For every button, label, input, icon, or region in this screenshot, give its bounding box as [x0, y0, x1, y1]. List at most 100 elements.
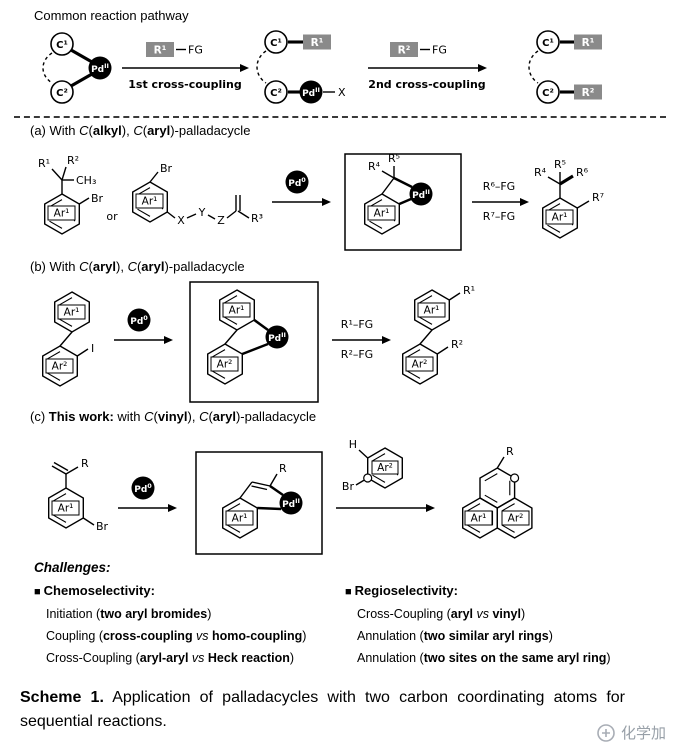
scheme-c-diagram: Ar¹ R Br Ar¹ R Ar² H Br — [48, 438, 533, 555]
c2-atom — [50, 80, 74, 104]
intermediate-frame — [189, 281, 319, 403]
scheme-a-product: Ar¹ R⁵ R⁴ R⁶ R⁷ — [534, 158, 604, 239]
challenge-item: Annulation (two sites on the same aryl r… — [357, 651, 611, 665]
c2-atom — [264, 80, 288, 104]
scheme-b-diagram: Ar¹ Ar² I Ar¹ Ar² R¹–FG R²–FG Ar¹ R¹ — [42, 281, 475, 403]
svg-text:R⁶–FG: R⁶–FG — [483, 180, 515, 193]
dibenzopalladacycle-intermediate: Ar¹ Ar² — [189, 281, 319, 403]
challenge-item: Initiation (two aryl bromides) — [46, 607, 212, 621]
svg-text:I: I — [91, 342, 94, 355]
arrowhead-icon — [426, 504, 435, 512]
svg-text:R⁷–FG: R⁷–FG — [483, 210, 515, 223]
svg-text:Ar¹: Ar¹ — [424, 305, 440, 317]
svg-text:Ar¹: Ar¹ — [142, 196, 158, 208]
alkyl-palladacycle-intermediate: Ar¹ R⁵ R⁴ — [344, 152, 462, 251]
svg-text:Br: Br — [342, 480, 355, 493]
pd0-badge — [285, 170, 309, 194]
common-pathway-diagram: R¹ FG 1st cross-coupling R¹ X R² FG 2nd … — [42, 30, 602, 104]
ar1-label-box — [51, 500, 80, 516]
ar1-label-box — [135, 193, 164, 209]
c1-atom — [264, 30, 288, 54]
ar2-label-box — [405, 356, 434, 372]
r1-box — [146, 42, 174, 57]
svg-text:R²–FG: R²–FG — [341, 348, 373, 361]
challenge-item: Cross-Coupling (aryl vs vinyl) — [357, 607, 526, 621]
challenge-item: Cross-Coupling (aryl-aryl vs Heck reacti… — [46, 651, 295, 665]
pd2-badge — [409, 182, 433, 206]
svg-text:R²: R² — [398, 45, 411, 57]
ar1-label-box — [367, 205, 396, 221]
caption-scheme-number: Scheme 1. — [20, 689, 104, 706]
aryl-bromide-reagent: Ar² H Br — [342, 438, 403, 493]
scheme-caption: Scheme 1. Application of palladacycles w… — [20, 689, 626, 730]
mono-coupled-intermediate: R¹ X — [256, 30, 346, 104]
pd2-badge — [88, 56, 112, 80]
section-c-header: (c) This work: with C(vinyl), C(aryl)-pa… — [30, 409, 317, 424]
scheme-c-product: Ar¹ Ar² R — [462, 445, 533, 539]
ar2-label-box — [501, 510, 530, 526]
svg-text:R¹: R¹ — [154, 45, 167, 57]
arrowhead-icon — [164, 336, 173, 344]
svg-text:FG: FG — [188, 44, 203, 57]
vinyl-palladacycle-intermediate: Ar¹ R — [195, 451, 323, 555]
svg-text:H: H — [349, 438, 357, 451]
alkenyl-aryl-bromide-substrate: Ar¹ Br X Y Z R³ — [131, 162, 263, 227]
c2-atom — [536, 80, 560, 104]
ar1-label-box — [545, 209, 574, 225]
svg-text:Ar²: Ar² — [508, 513, 524, 525]
ar2-label-box — [45, 358, 74, 374]
svg-text:Ar²: Ar² — [412, 359, 428, 371]
svg-text:CH₃: CH₃ — [76, 174, 96, 187]
pd0-arrow — [272, 170, 331, 206]
pd0-arrow — [118, 476, 177, 512]
ar1-label-box — [417, 302, 446, 318]
biaryl-iodide-substrate: Ar¹ Ar² I — [42, 291, 94, 387]
ar1-label-box — [57, 304, 86, 320]
functionalization-arrow: R⁶–FG R⁷–FG — [472, 180, 529, 223]
svg-text:Ar²: Ar² — [377, 462, 393, 474]
svg-text:Z: Z — [217, 214, 225, 227]
svg-text:R⁴: R⁴ — [534, 166, 547, 179]
chemoselectivity-heading: ■Chemoselectivity: — [34, 583, 155, 598]
intermediate-frame — [344, 153, 462, 251]
svg-text:Ar²: Ar² — [217, 359, 233, 371]
pd2-badge — [265, 325, 289, 349]
svg-text:Ar¹: Ar¹ — [64, 307, 80, 319]
pd2-badge — [279, 491, 303, 515]
ar1-label-box — [222, 302, 251, 318]
svg-text:R⁴: R⁴ — [368, 160, 381, 173]
c1-atom — [536, 30, 560, 54]
challenges-title: Challenges: — [34, 560, 111, 575]
arrowhead-icon — [240, 64, 249, 72]
annulation-arrow — [336, 504, 435, 512]
or-label: or — [106, 210, 118, 223]
svg-text:R¹: R¹ — [311, 37, 324, 49]
chemoselectivity-column: ■Chemoselectivity: Initiation (two aryl … — [34, 580, 340, 669]
regioselectivity-heading: ■Regioselectivity: — [345, 583, 458, 598]
r1-box — [574, 34, 602, 50]
annulation-site-marker — [363, 473, 373, 483]
ar1-label-box — [464, 510, 493, 526]
dashed-divider — [14, 116, 666, 118]
svg-text:R⁷: R⁷ — [592, 191, 604, 204]
svg-text:Br: Br — [96, 520, 109, 533]
svg-text:R²: R² — [451, 338, 463, 351]
c1-atom — [50, 32, 74, 56]
watermark-logo-icon — [597, 723, 615, 742]
alkyl-aryl-bromide-substrate: Ar¹ Br CH₃ R¹ R² — [38, 154, 104, 235]
svg-text:Ar¹: Ar¹ — [471, 513, 487, 525]
svg-text:R¹: R¹ — [582, 37, 595, 49]
svg-text:R¹–FG: R¹–FG — [341, 318, 373, 331]
pd0-badge — [127, 308, 151, 332]
svg-text:R⁵: R⁵ — [554, 158, 566, 171]
arrowhead-icon — [322, 198, 331, 206]
svg-text:R¹: R¹ — [463, 284, 475, 297]
vinyl-aryl-bromide-substrate: Ar¹ R Br — [48, 457, 109, 533]
svg-text:1st cross-coupling: 1st cross-coupling — [128, 78, 241, 91]
benzene-ring — [479, 467, 516, 509]
watermark: 化学加 — [596, 722, 666, 743]
svg-text:FG: FG — [432, 44, 447, 57]
svg-text:Ar¹: Ar¹ — [232, 513, 248, 525]
section-a-header: (a) With C(alkyl), C(aryl)-palladacycle — [30, 123, 251, 138]
r1-box — [303, 34, 331, 50]
